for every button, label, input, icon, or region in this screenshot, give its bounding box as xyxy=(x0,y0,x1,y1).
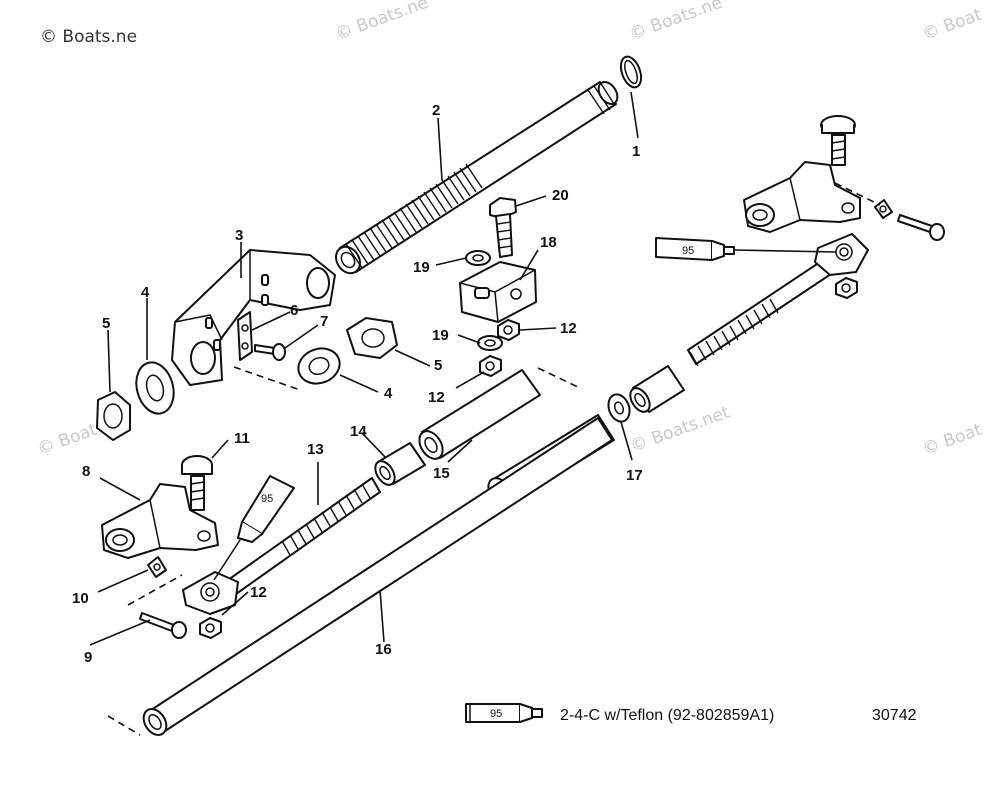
part-9-screw xyxy=(139,612,187,639)
callout-12-upper: 12 xyxy=(560,320,577,337)
assembly-line-left xyxy=(127,574,183,606)
part-12-nut-right xyxy=(835,277,858,299)
lubricant-tube-right-label: 95 xyxy=(682,245,694,257)
part-15-sleeve-upper xyxy=(418,369,541,460)
legend-lubricant-text: 2-4-C w/Teflon (92-802859A1) xyxy=(560,707,774,724)
callout-2: 2 xyxy=(432,102,440,119)
legend: 95 2-4-C w/Teflon (92-802859A1) 30742 xyxy=(465,703,917,724)
right-bolt-top xyxy=(820,115,856,166)
callout-16: 16 xyxy=(375,641,392,658)
part-5-nut-right xyxy=(346,317,398,359)
callout-1: 1 xyxy=(632,143,640,160)
callout-6: 6 xyxy=(290,302,298,319)
watermark-top-edge: © Boat xyxy=(920,5,985,45)
watermark-mid-left: © Boat xyxy=(35,420,100,460)
part-1-o-ring xyxy=(619,55,643,89)
right-bracket xyxy=(743,161,861,233)
callout-5-left: 5 xyxy=(102,315,110,332)
part-19-washer-bottom xyxy=(477,335,503,351)
part-7-screw xyxy=(254,343,286,361)
callout-12-lower: 12 xyxy=(250,584,267,601)
leader-lines xyxy=(89,91,639,646)
callout-13: 13 xyxy=(307,441,324,458)
callout-15: 15 xyxy=(433,465,450,482)
part-8-bracket xyxy=(101,483,219,559)
part-5-nut-left xyxy=(96,391,131,441)
callout-19-top: 19 xyxy=(413,259,430,276)
watermark-top-left: © Boats.ne xyxy=(40,27,137,47)
right-sleeve xyxy=(629,365,685,413)
part-16-long-tube xyxy=(142,417,613,736)
callout-8: 8 xyxy=(82,463,90,480)
diagram-number: 30742 xyxy=(872,707,917,724)
part-19-washer-top xyxy=(465,250,491,266)
lubricant-tube-left-label: 95 xyxy=(261,493,273,505)
leader-tube-left xyxy=(213,539,241,581)
assembly-line-bracket xyxy=(233,366,301,391)
right-screw xyxy=(897,214,945,241)
right-rod-end xyxy=(687,233,869,367)
part-14-sleeve xyxy=(374,442,426,486)
part-12-nut-mid xyxy=(479,355,502,377)
assembly-line-tube-top xyxy=(537,367,581,389)
part-2-threaded-tube xyxy=(335,81,619,275)
part-17-nut xyxy=(607,393,631,423)
callout-20: 20 xyxy=(552,187,569,204)
watermark-mid-edge: © Boat xyxy=(920,420,985,460)
callout-12-mid: 12 xyxy=(428,389,445,406)
callout-3: 3 xyxy=(235,227,243,244)
callout-5-right: 5 xyxy=(434,357,442,374)
callout-17: 17 xyxy=(626,467,643,484)
part-20-bolt xyxy=(489,197,517,258)
callout-19-bottom: 19 xyxy=(432,327,449,344)
part-6-plate xyxy=(237,311,253,361)
legend-tube-label: 95 xyxy=(490,708,502,720)
part-4-washer-left xyxy=(135,361,175,415)
part-3-bracket xyxy=(171,249,336,386)
tube-threads-left xyxy=(345,163,483,269)
leader-tube-right xyxy=(733,249,837,253)
legend-lubricant-tube-icon: 95 xyxy=(465,703,543,723)
lubricant-tube-left: 95 xyxy=(237,475,295,543)
callout-4-left: 4 xyxy=(141,284,150,301)
callouts: 1 2 3 4 4 5 5 6 7 8 9 10 11 12 12 12 13 … xyxy=(72,102,643,666)
callout-18: 18 xyxy=(540,234,557,251)
tube-threads-right xyxy=(587,81,615,115)
right-plate xyxy=(874,199,893,219)
part-11-bolt xyxy=(181,455,213,511)
part-12-nut-upper xyxy=(497,319,520,341)
callout-7: 7 xyxy=(320,313,328,330)
part-13-rod-end xyxy=(182,477,381,615)
callout-14: 14 xyxy=(350,423,367,440)
part-12-nut-lower xyxy=(199,617,222,639)
callout-4-right: 4 xyxy=(384,385,393,402)
assembly-line-tube-bottom xyxy=(107,715,141,736)
watermark-top-right: © Boats.ne xyxy=(627,0,725,45)
assembly-line-right-top xyxy=(834,182,881,206)
callout-9: 9 xyxy=(84,649,92,666)
part-4-washer-right xyxy=(297,347,341,385)
lubricant-tube-right: 95 xyxy=(655,237,735,261)
part-10-plate xyxy=(147,556,167,578)
watermark-top-center: © Boats.ne xyxy=(333,0,431,45)
callout-11: 11 xyxy=(234,430,250,447)
callout-10: 10 xyxy=(72,590,89,607)
